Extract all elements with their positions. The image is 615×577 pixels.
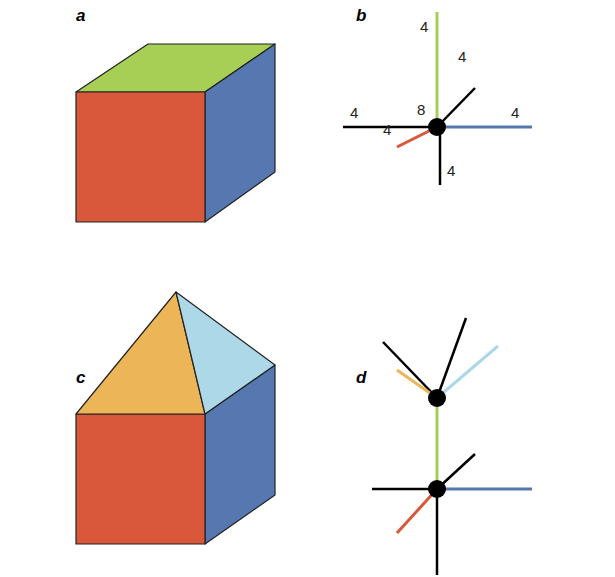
edge-count: 4 — [458, 48, 466, 65]
panel-letter: c — [76, 368, 85, 387]
panel-letter: a — [76, 6, 85, 25]
two-vertex-graph — [372, 318, 532, 575]
panel-letter: b — [356, 6, 366, 25]
panel-letter: d — [356, 368, 366, 387]
cube-with-pyramid — [76, 292, 275, 544]
edge-count: 4 — [383, 121, 391, 138]
edge-count: 8 — [417, 101, 425, 118]
edge-count: 4 — [511, 104, 519, 121]
edge-count: 4 — [350, 104, 358, 121]
cube — [76, 44, 275, 222]
edge-count: 4 — [447, 162, 455, 179]
vertex-graph — [343, 12, 532, 185]
edge-count: 4 — [420, 18, 428, 35]
